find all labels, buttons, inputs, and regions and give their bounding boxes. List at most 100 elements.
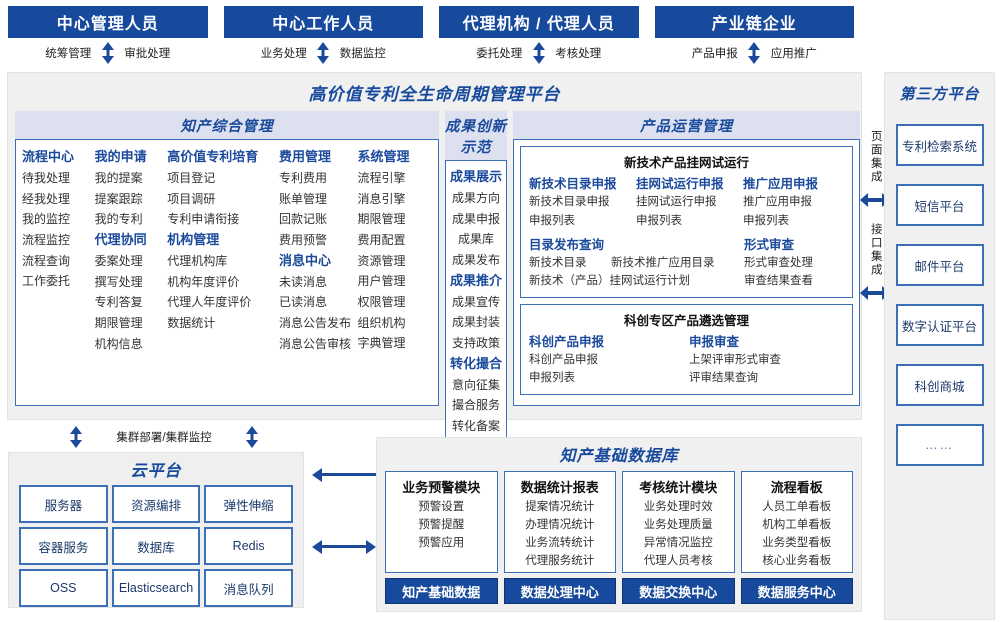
database-footer-ip-base-data[interactable]: 知产基础数据 [385, 578, 498, 604]
database-item[interactable]: 核心业务看板 [762, 554, 832, 567]
database-item[interactable]: 代理服务统计 [525, 554, 595, 567]
module-group-title[interactable]: 新技术目录申报 [529, 177, 617, 191]
database-item[interactable]: 机构工单看板 [762, 518, 832, 531]
module-group-title[interactable]: 目录发布查询 [529, 237, 605, 252]
third-party-item-email[interactable]: 邮件平台 [895, 244, 984, 286]
module-item[interactable]: 成果方向 [452, 191, 501, 206]
module-item[interactable]: 我的监控 [22, 212, 71, 227]
module-group-title[interactable]: 消息中心 [279, 252, 332, 268]
module-item[interactable]: 科创产品申报 [529, 353, 599, 366]
module-group-title[interactable]: 流程中心 [22, 149, 75, 164]
module-item[interactable]: 成果宣传 [452, 294, 501, 309]
module-item[interactable]: 评审结果查询 [689, 372, 759, 385]
database-item[interactable]: 业务类型看板 [762, 536, 832, 549]
module-item[interactable]: 成果申报 [452, 211, 501, 226]
module-group-title[interactable]: 挂网试运行申报 [636, 177, 724, 191]
module-item[interactable]: 专利申请衔接 [167, 212, 240, 227]
module-item[interactable]: 推广应用申报 [743, 196, 813, 209]
module-item[interactable]: 费用配置 [357, 233, 406, 248]
module-item[interactable]: 项目登记 [167, 171, 216, 186]
module-item[interactable]: 组织机构 [357, 315, 406, 330]
module-item[interactable]: 期限管理 [94, 316, 143, 331]
cloud-cell-elastic-scaling[interactable]: 弹性伸缩 [204, 485, 293, 523]
module-item[interactable]: 专利答复 [94, 295, 143, 310]
module-item[interactable]: 申报列表 [529, 214, 576, 227]
module-item[interactable]: 委案处理 [94, 254, 143, 269]
third-party-item-digital-cert[interactable]: 数字认证平台 [895, 304, 984, 346]
third-party-item-sms[interactable]: 短信平台 [895, 184, 984, 226]
module-item[interactable]: 流程查询 [22, 253, 71, 268]
module-item[interactable]: 流程监控 [22, 233, 71, 248]
module-item[interactable]: 挂网试运行申报 [636, 196, 717, 209]
database-item[interactable]: 预警提醒 [418, 518, 465, 531]
module-group-title[interactable]: 高价值专利培育 [167, 149, 259, 164]
module-item[interactable]: 字典管理 [357, 336, 406, 351]
module-item[interactable]: 我的专利 [94, 212, 143, 227]
module-group-title[interactable]: 费用管理 [279, 149, 332, 164]
database-item[interactable]: 异常情况监控 [643, 536, 713, 549]
module-item[interactable]: 支持政策 [452, 336, 501, 351]
module-item[interactable]: 新技术目录 [529, 257, 587, 270]
module-item[interactable]: 代理机构库 [167, 254, 228, 269]
database-item[interactable]: 业务处理时效 [643, 501, 713, 513]
cloud-cell-database[interactable]: 数据库 [111, 527, 201, 565]
module-item[interactable]: 机构信息 [94, 336, 143, 351]
module-item[interactable]: 成果库 [458, 232, 495, 247]
module-item[interactable]: 工作委托 [22, 274, 71, 289]
database-item[interactable]: 业务处理质量 [643, 518, 713, 531]
module-group-title[interactable]: 转化撮合 [450, 355, 503, 371]
database-item[interactable]: 提案情况统计 [525, 501, 595, 513]
module-item[interactable]: 新技术推广应用目录 [611, 257, 715, 270]
module-group-title[interactable]: 代理协同 [94, 232, 147, 248]
module-item[interactable]: 数据统计 [167, 316, 216, 331]
database-item[interactable]: 预警应用 [418, 536, 465, 549]
module-item[interactable]: 成果封装 [452, 315, 501, 330]
module-group-title[interactable]: 成果推介 [450, 272, 503, 288]
module-item[interactable]: 我的提案 [94, 171, 143, 186]
module-group-title[interactable]: 我的申请 [94, 149, 147, 164]
database-item[interactable]: 代理人员考核 [643, 554, 713, 567]
module-item[interactable]: 流程引擎 [357, 171, 406, 186]
module-item[interactable]: 形式审查处理 [744, 257, 814, 270]
cloud-cell-elasticsearch[interactable]: Elasticsearch [111, 569, 201, 607]
database-item[interactable]: 业务流转统计 [525, 536, 595, 549]
module-item[interactable]: 已读消息 [279, 295, 328, 310]
module-group-title[interactable]: 推广应用申报 [743, 177, 819, 191]
module-item[interactable]: 新技术（产品）挂网试运行计划 [529, 275, 691, 288]
module-item[interactable]: 账单管理 [279, 191, 328, 206]
module-group-title[interactable]: 成果展示 [450, 169, 503, 184]
cloud-cell-orchestration[interactable]: 资源编排 [111, 485, 201, 523]
module-group-title[interactable]: 申报审查 [689, 334, 740, 349]
module-item[interactable]: 机构年度评价 [167, 274, 240, 289]
module-item[interactable]: 消息公告发布 [279, 316, 352, 331]
module-item[interactable]: 待我处理 [22, 171, 71, 186]
module-item[interactable]: 未读消息 [279, 274, 328, 289]
module-item[interactable]: 上架评审形式审查 [689, 353, 782, 366]
module-item[interactable]: 成果发布 [452, 253, 501, 268]
third-party-item-innovation-mall[interactable]: 科创商城 [895, 364, 984, 406]
module-item[interactable]: 代理人年度评价 [167, 295, 252, 310]
database-footer-data-service-center[interactable]: 数据服务中心 [740, 578, 853, 604]
third-party-item-more[interactable]: …… [895, 424, 984, 466]
third-party-item-patent-search[interactable]: 专利检索系统 [895, 124, 984, 166]
cloud-cell-message-queue[interactable]: 消息队列 [204, 569, 293, 607]
module-item[interactable]: 申报列表 [636, 214, 683, 227]
module-item[interactable]: 转化备案 [452, 419, 501, 434]
module-group-title[interactable]: 科创产品申报 [529, 334, 605, 349]
module-item[interactable]: 新技术目录申报 [529, 196, 610, 209]
cloud-cell-redis[interactable]: Redis [204, 527, 293, 565]
database-footer-data-processing-center[interactable]: 数据处理中心 [503, 578, 616, 604]
cloud-cell-server[interactable]: 服务器 [19, 485, 108, 523]
cloud-cell-container-service[interactable]: 容器服务 [19, 527, 108, 565]
module-item[interactable]: 消息公告审核 [279, 336, 352, 351]
module-item[interactable]: 申报列表 [743, 214, 790, 227]
module-item[interactable]: 权限管理 [357, 294, 406, 309]
module-item[interactable]: 项目调研 [167, 191, 216, 206]
database-item[interactable]: 预警设置 [418, 501, 465, 513]
module-item[interactable]: 意向征集 [452, 377, 501, 392]
database-item[interactable]: 人员工单看板 [762, 501, 832, 513]
database-item[interactable]: 办理情况统计 [525, 518, 595, 531]
module-item[interactable]: 费用预警 [279, 233, 328, 248]
module-item[interactable]: 申报列表 [529, 372, 576, 385]
module-item[interactable]: 回款记账 [279, 212, 328, 227]
